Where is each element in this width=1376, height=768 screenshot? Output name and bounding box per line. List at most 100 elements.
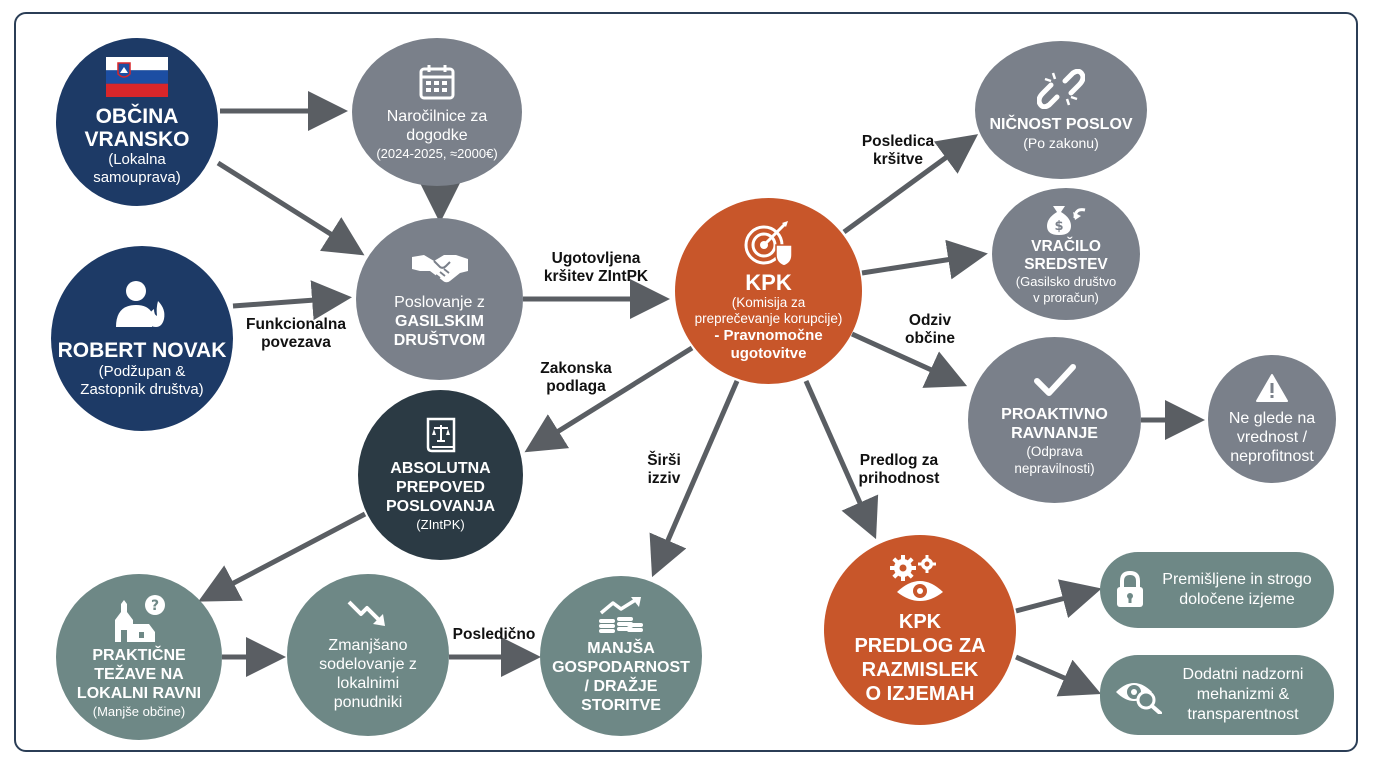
funkcionalna-line2: povezava: [261, 334, 331, 351]
nicnost-title: NIČNOST POSLOV: [989, 115, 1133, 133]
narocilnice-line2: dogodke: [406, 126, 468, 144]
narocilnice-line3: (2024-2025, ≈2000€): [376, 145, 498, 161]
proaktivno-line1: PROAKTIVNO: [1001, 406, 1108, 423]
node-prakticne-tezave: ? PRAKTIČNE TEŽAVE NA LOKALNI RAVNI (Man…: [56, 574, 222, 740]
zmanjsano-line1: Zmanjšano: [328, 637, 408, 654]
edge-label-sirsi: Širši izziv: [636, 452, 692, 488]
kpk-sub3: - Pravnomočne: [714, 327, 823, 344]
arrow-robert-poslovanje: [232, 280, 352, 321]
node-poslovanje: Poslovanje z GASILSKIM DRUŠTVOM: [356, 218, 523, 380]
gears-eye-icon: [890, 555, 943, 601]
sirsi-line2: izziv: [647, 470, 681, 487]
kpk-predlog-line3: RAZMISLEK: [861, 659, 979, 681]
nicnost-sub: (Po zakonu): [1023, 134, 1099, 151]
edge-label-ugotovljena: Ugotovljena kršitev ZIntPK: [531, 250, 661, 286]
dodatni-line1: Dodatni nadzorni: [1182, 666, 1304, 683]
node-robert-novak: ROBERT NOVAK (Podžupan & Zastopnik društ…: [51, 246, 233, 431]
calendar-icon: [419, 64, 455, 99]
church-question-icon: ?: [115, 595, 165, 642]
absolutna-line2: PREPOVED: [396, 479, 485, 496]
obcina-subtitle: (Lokalna samouprava): [93, 151, 181, 186]
kpk-predlog-line1: KPK: [898, 611, 942, 633]
proaktivno-line4: nepravilnosti): [1014, 461, 1095, 476]
node-proaktivno-ravnanje: PROAKTIVNO RAVNANJE (Odprava nepravilnos…: [968, 337, 1141, 503]
arrow-obcina-poslovanje: [216, 160, 365, 256]
svg-text:$: $: [1054, 219, 1063, 234]
zmanjsano-line2: sodelovanje z: [319, 656, 417, 673]
arrow-kpk-vracilo: [861, 239, 988, 280]
warning-icon: [1256, 373, 1288, 402]
edge-label-predlog: Predlog za prihodnost: [850, 452, 948, 488]
manjsa-line1: MANJŠA: [587, 640, 655, 657]
node-narocilnice: Naročilnice za dogodke (2024-2025, ≈2000…: [352, 38, 522, 186]
posledica-line2: kršitve: [873, 151, 923, 168]
manjsa-line3: / DRAŽJE: [584, 678, 658, 695]
coins-trend-icon: [599, 597, 643, 633]
ne-glede-line3: neprofitnost: [1230, 447, 1314, 465]
law-book-icon: [426, 417, 455, 453]
node-obcina-vransko: OBČINA VRANSKO (Lokalna samouprava): [56, 38, 218, 206]
pill-dodatni-mehanizmi: Dodatni nadzorni mehanizmi & transparent…: [1100, 655, 1334, 735]
obcina-title: OBČINA VRANSKO: [84, 105, 190, 151]
absolutna-line1: ABSOLUTNA: [390, 460, 491, 477]
arrow-predlog-premisljene: [1015, 579, 1102, 618]
node-manjsa-gospodarnost: MANJŠA GOSPODARNOST / DRAŽJE STORITVE: [540, 576, 702, 736]
edge-label-zakonska: Zakonska podlaga: [528, 360, 624, 396]
kpk-title: KPK: [745, 270, 792, 295]
funkcionalna-line1: Funkcionalna: [246, 316, 346, 333]
manjsa-line2: GOSPODARNOST: [552, 659, 690, 676]
zmanjsano-line4: ponudniki: [333, 694, 403, 711]
manjsa-line4: STORITVE: [581, 697, 661, 714]
premisljene-line1: Premišljene in strogo: [1162, 571, 1312, 588]
robert-title: ROBERT NOVAK: [57, 338, 227, 362]
prakticne-line4: (Manjše občine): [92, 704, 186, 719]
odziv-line2: občine: [905, 330, 955, 347]
vracilo-line4: v proračun): [1033, 290, 1099, 305]
eye-search-icon: [1116, 683, 1162, 714]
svg-text:?: ?: [151, 598, 159, 614]
arrow-predlog-dodatni: [1015, 654, 1102, 697]
zakonska-line1: Zakonska: [540, 360, 612, 377]
broken-link-icon: [1037, 68, 1085, 109]
vracilo-line2: SREDSTEV: [1024, 256, 1108, 273]
pill-premisljene-izjeme: Premišljene in strogo določene izjeme: [1100, 552, 1334, 628]
node-absolutna-prepoved: ABSOLUTNA PREPOVED POSLOVANJA (ZIntPK): [358, 390, 523, 560]
node-vracilo-sredstev: $ VRAČILO SREDSTEV (Gasilsko društvo v p…: [992, 188, 1140, 320]
checkmark-icon: [1033, 364, 1076, 396]
kpk-sub1: (Komisija za: [731, 295, 806, 310]
arrow-kpk-manjsa: [649, 380, 740, 578]
money-bag-return-icon: $: [1047, 206, 1086, 235]
zakonska-line2: podlaga: [546, 378, 606, 395]
ne-glede-line1: Ne glede na: [1228, 409, 1316, 427]
node-nicnost-poslov: NIČNOST POSLOV (Po zakonu): [975, 41, 1147, 179]
vracilo-line3: (Gasilsko društvo: [1015, 274, 1117, 289]
person-fire-icon: [116, 280, 165, 327]
node-zmanjsano-sodelovanje: Zmanjšano sodelovanje z lokalnimi ponudn…: [287, 574, 449, 736]
lock-icon: [1117, 571, 1143, 607]
absolutna-line4: (ZIntPK): [416, 517, 465, 532]
robert-sub1: (Podžupan &: [98, 362, 186, 380]
predlog-line1: Predlog za: [859, 452, 939, 469]
node-kpk-predlog: KPK PREDLOG ZA RAZMISLEK O IZJEMAH: [824, 535, 1016, 725]
narocilnice-line1: Naročilnice za: [386, 107, 488, 125]
ugotovljena-line2: kršitev ZIntPK: [543, 268, 649, 285]
arrow-kpk-absolutna: [524, 345, 694, 453]
handshake-icon: [411, 254, 468, 282]
poslovanje-line3: DRUŠTVOM: [393, 331, 486, 349]
odziv-line1: Odziv: [908, 312, 952, 329]
prakticne-line3: LOKALNI RAVNI: [76, 685, 202, 702]
vracilo-line1: VRAČILO: [1031, 238, 1101, 255]
arrow-kpk-nicnost: [842, 134, 979, 235]
node-ne-glede: Ne glede na vrednost / neprofitnost: [1208, 355, 1336, 483]
kpk-sub2: preprečevanje korupcije): [694, 311, 843, 326]
trend-down-icon: [347, 600, 385, 626]
posledicno-line1: Posledično: [452, 626, 536, 643]
arrow-kpk-proaktivno: [850, 331, 968, 388]
proaktivno-line2: RAVNANJE: [1011, 425, 1098, 442]
kpk-predlog-line2: PREDLOG ZA: [854, 635, 986, 657]
ugotovljena-line1: Ugotovljena: [551, 250, 641, 267]
posledica-line1: Posledica: [861, 133, 935, 150]
predlog-line2: prihodnost: [858, 470, 940, 487]
prakticne-line2: TEŽAVE NA: [94, 666, 184, 683]
